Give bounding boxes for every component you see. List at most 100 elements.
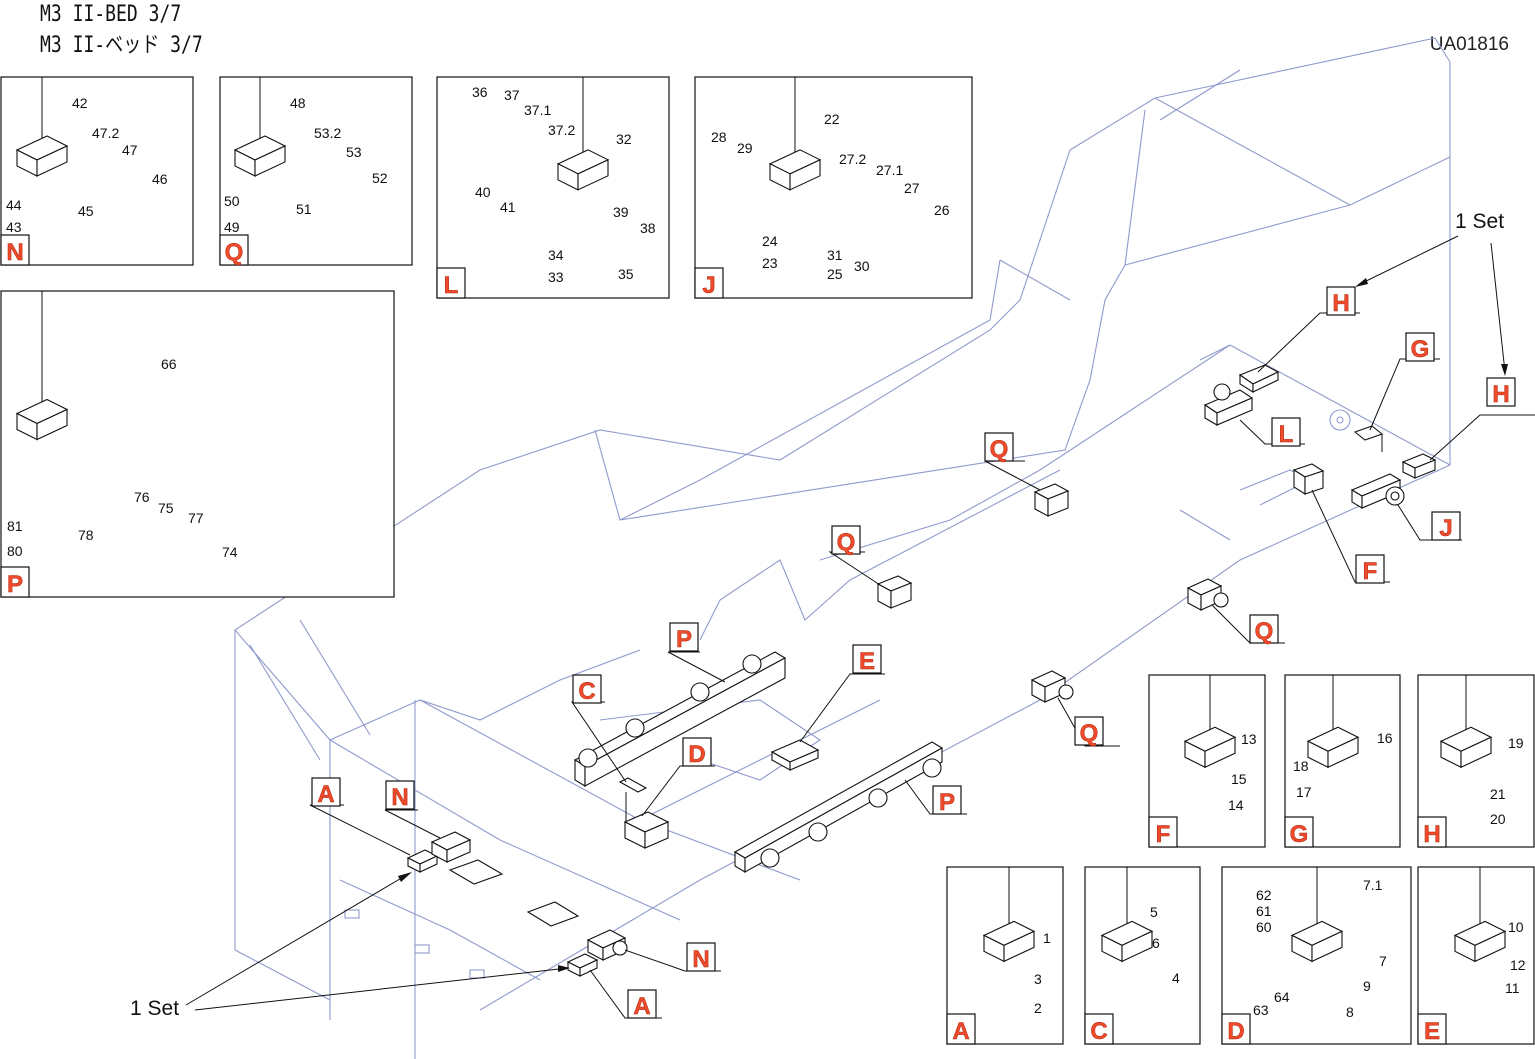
part-number-label: 15 <box>1231 771 1247 787</box>
callout-box <box>627 989 657 1019</box>
part-number-label: 14 <box>1228 797 1244 813</box>
part-number-label: 61 <box>1256 903 1272 919</box>
part-number-label: 52 <box>372 170 388 186</box>
main-view-parts <box>406 364 1437 977</box>
part-number-label: 16 <box>1377 730 1393 746</box>
part-h-block-upper <box>1238 364 1280 393</box>
part-number-label: 34 <box>548 247 564 263</box>
part-number-label: 62 <box>1256 887 1272 903</box>
drawing-number: UA01816 <box>1429 34 1509 55</box>
panel-frame <box>694 76 973 299</box>
panel-letter-box <box>1221 1013 1251 1045</box>
callout-box <box>686 942 716 972</box>
part-number-label: 7 <box>1379 953 1387 969</box>
callout-box <box>1405 332 1435 362</box>
part-e-plate <box>770 739 820 771</box>
part-number-label: 48 <box>290 95 306 111</box>
part-number-label: 20 <box>1490 811 1506 827</box>
part-number-label: 27 <box>904 180 920 196</box>
part-number-label: 75 <box>158 500 174 516</box>
part-number-label: 44 <box>6 197 22 213</box>
part-number-label: 31 <box>827 247 843 263</box>
set-label-bottom-left: 1 Set <box>130 997 179 1020</box>
part-n-block-lower <box>586 929 628 961</box>
callout-letter: Q <box>837 529 856 556</box>
callout-box <box>984 432 1014 462</box>
callout-letter: Q <box>1255 618 1274 645</box>
part-number-label: 27.2 <box>839 151 866 167</box>
callout-letter: C <box>578 678 595 705</box>
callout-letter: P <box>939 789 955 816</box>
part-number-label: 60 <box>1256 919 1272 935</box>
part-h-block-right <box>1401 453 1437 479</box>
part-number-label: 78 <box>78 527 94 543</box>
part-number-label: 11 <box>1505 980 1520 996</box>
callout-p: P <box>932 785 962 816</box>
part-number-label: 46 <box>152 171 168 187</box>
part-number-label: 23 <box>762 255 778 271</box>
part-number-label: 47 <box>122 142 138 158</box>
callout-box <box>1249 614 1279 644</box>
part-g-bracket <box>1353 425 1384 452</box>
part-number-label: 1 <box>1043 930 1051 946</box>
callout-n: N <box>686 942 716 973</box>
part-q-block-1 <box>1033 483 1070 517</box>
panel-letter: C <box>1090 1018 1107 1045</box>
part-number-label: 51 <box>296 201 312 217</box>
part-number-label: 19 <box>1508 735 1524 751</box>
callout-box <box>682 737 712 767</box>
part-number-label: 37 <box>504 87 520 103</box>
panel-frame <box>0 290 395 598</box>
part-n-block-upper <box>430 831 472 863</box>
callout-box <box>1074 716 1104 746</box>
part-q-block-4 <box>1030 670 1074 703</box>
callout-box <box>1431 511 1461 541</box>
part-number-label: 63 <box>1253 1002 1269 1018</box>
part-number-label: 77 <box>188 510 204 526</box>
callout-letter: Q <box>990 436 1009 463</box>
part-number-label: 53.2 <box>314 125 341 141</box>
panel-letter: H <box>1423 821 1440 848</box>
part-number-label: 24 <box>762 233 778 249</box>
callout-d: D <box>682 737 712 768</box>
part-number-label: 36 <box>472 84 488 100</box>
panel-letter: E <box>1424 1018 1440 1045</box>
part-a-block-lower <box>566 953 599 977</box>
part-hinge-plate-2 <box>526 901 580 927</box>
part-number-label: 47.2 <box>92 125 119 141</box>
part-number-label: 45 <box>78 203 94 219</box>
callout-box <box>852 644 882 674</box>
callout-letter: A <box>633 993 650 1020</box>
part-number-label: 40 <box>475 184 491 200</box>
callout-letter: N <box>692 946 709 973</box>
panel-letter-box <box>436 267 466 299</box>
part-number-label: 50 <box>224 193 240 209</box>
callout-letter: D <box>688 741 705 768</box>
callout-box <box>669 622 699 652</box>
part-sketch <box>1121 930 1153 963</box>
part-number-label: 38 <box>640 220 656 236</box>
panel-letter: J <box>702 272 715 299</box>
part-number-label: 12 <box>1510 957 1526 973</box>
panel-letter-box <box>1417 816 1447 848</box>
panel-letter-box <box>1417 1013 1447 1045</box>
part-sketch <box>36 408 68 441</box>
part-sketch <box>1204 736 1236 769</box>
part-number-label: 35 <box>618 266 634 282</box>
part-l-bracket <box>1203 383 1254 426</box>
page-title-japanese: M3 II-ベッド 3/7 <box>40 33 203 58</box>
panel-letter-box <box>0 566 30 598</box>
part-number-label: 22 <box>824 111 840 127</box>
part-number-label: 42 <box>72 95 88 111</box>
callout-n: N <box>385 780 415 811</box>
callout-g: G <box>1405 332 1435 363</box>
